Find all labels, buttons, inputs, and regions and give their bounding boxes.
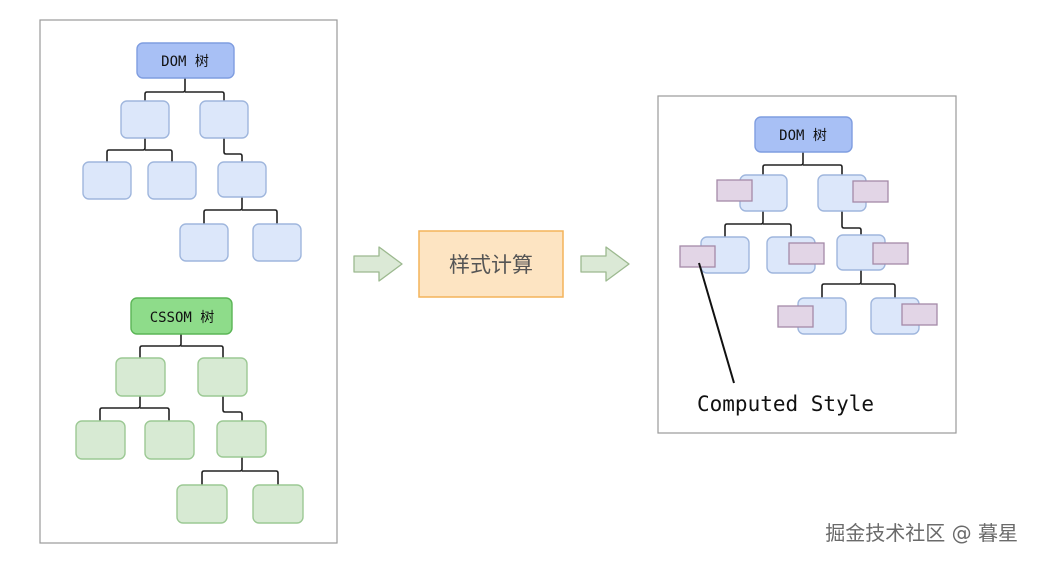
dom-node (252, 223, 302, 262)
cssom-node (216, 420, 267, 458)
cssom-node (197, 357, 248, 397)
dom-node (147, 161, 197, 200)
dom-tree: DOM 树 (82, 42, 302, 262)
cssom-tree: CSSOM 树 (75, 297, 304, 524)
cssom-node (115, 357, 166, 397)
process-box (418, 230, 564, 298)
annotation-label: Computed Style (697, 392, 874, 416)
dom-node (199, 100, 249, 139)
computed-dom-root-node (754, 116, 853, 153)
cssom-node (75, 420, 126, 460)
computed-style-tag (716, 179, 753, 202)
left-panel (39, 19, 338, 544)
computed-style-tag (901, 303, 938, 326)
cssom-tree-connectors (99, 334, 279, 485)
computed-style-tag (777, 305, 814, 328)
arrow-right-icon (580, 246, 630, 282)
cssom-node (176, 484, 228, 524)
process-label: 样式计算 (449, 253, 533, 277)
arrow-right-icon (353, 246, 403, 282)
dom-tree-connectors (106, 78, 278, 224)
watermark: 掘金技术社区 @ 暮星 (825, 521, 1018, 545)
computed-style-tag (679, 245, 716, 268)
cssom-node (252, 484, 304, 524)
cssom-root-label: CSSOM 树 (150, 310, 215, 326)
computed-dom-root-label: DOM 树 (779, 128, 827, 144)
computed-style-tag (872, 242, 909, 265)
computed-style-tag (852, 180, 889, 203)
annotation-pointer (698, 262, 735, 384)
dom-node (82, 161, 132, 200)
dom-root-node (136, 42, 235, 79)
dom-node (217, 161, 267, 198)
dom-node (120, 100, 170, 139)
computed-style-tag (788, 242, 825, 265)
cssom-node (144, 420, 195, 460)
cssom-root-node (130, 297, 233, 335)
computed-style-tags (679, 179, 938, 328)
computed-tree-connectors (724, 152, 896, 298)
dom-node (179, 223, 229, 262)
dom-root-label: DOM 树 (161, 54, 209, 70)
